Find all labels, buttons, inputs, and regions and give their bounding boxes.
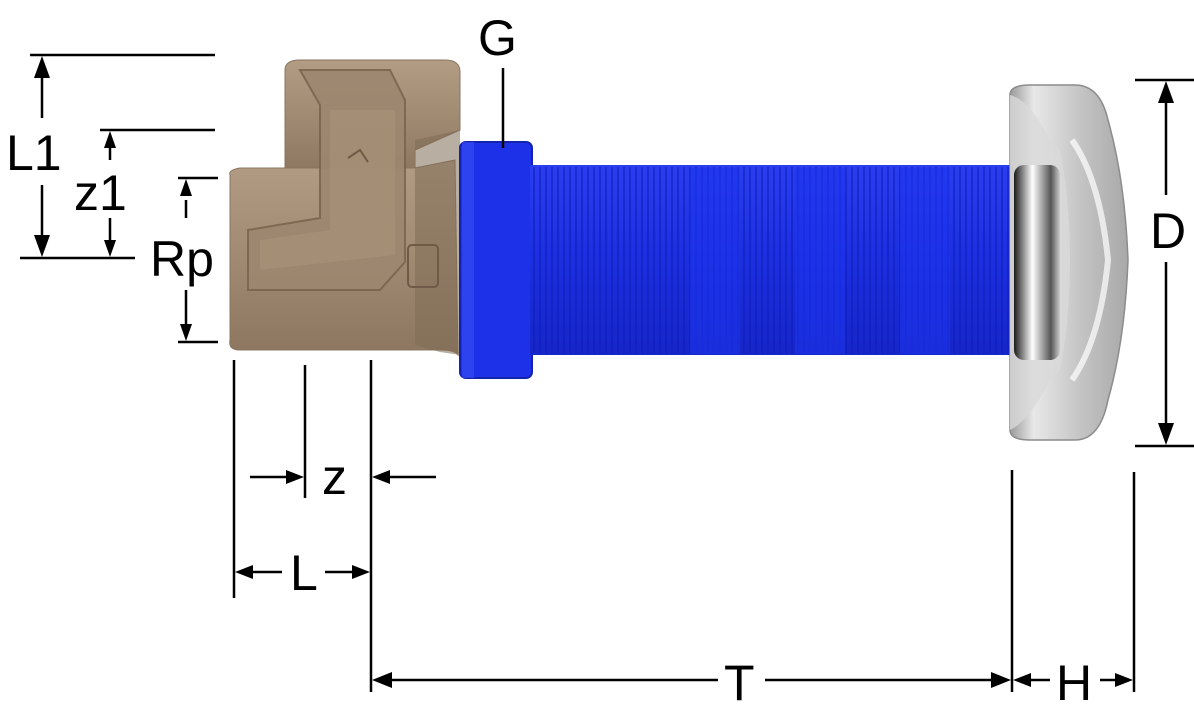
arrowheads	[34, 56, 1174, 688]
label-D: D	[1150, 203, 1186, 259]
chrome-rosette	[1009, 84, 1129, 441]
label-H: H	[1056, 655, 1092, 711]
dimension-arrow-icon	[286, 470, 304, 484]
dimension-arrow-icon	[372, 470, 390, 484]
dimension-arrow-icon	[180, 324, 192, 341]
label-z: z	[322, 449, 347, 505]
dimension-arrow-icon	[1115, 673, 1133, 687]
dimension-lines	[20, 53, 1194, 692]
dimension-arrow-icon	[104, 240, 116, 257]
dimension-arrow-icon	[104, 131, 116, 148]
label-z1: z1	[74, 165, 127, 221]
dimension-arrow-icon	[235, 565, 253, 579]
dimension-arrow-icon	[34, 56, 50, 78]
label-T: T	[724, 655, 755, 711]
label-Rp: Rp	[150, 231, 214, 287]
label-L1: L1	[6, 125, 62, 181]
dimension-arrow-icon	[352, 565, 370, 579]
dimension-arrow-icon	[180, 179, 192, 196]
label-L: L	[290, 545, 318, 601]
bronze-elbow	[229, 59, 461, 357]
dimension-arrow-icon	[1013, 673, 1031, 687]
blue-sleeve	[459, 141, 1020, 379]
dimension-arrow-icon	[1158, 423, 1174, 445]
dimension-arrow-icon	[1158, 81, 1174, 103]
label-G: G	[478, 10, 517, 66]
dimension-arrow-icon	[34, 235, 50, 257]
dimension-labels: G L1 z1 Rp D z L T H	[6, 10, 1186, 711]
dimension-arrow-icon	[991, 672, 1011, 688]
dimension-arrow-icon	[372, 672, 392, 688]
